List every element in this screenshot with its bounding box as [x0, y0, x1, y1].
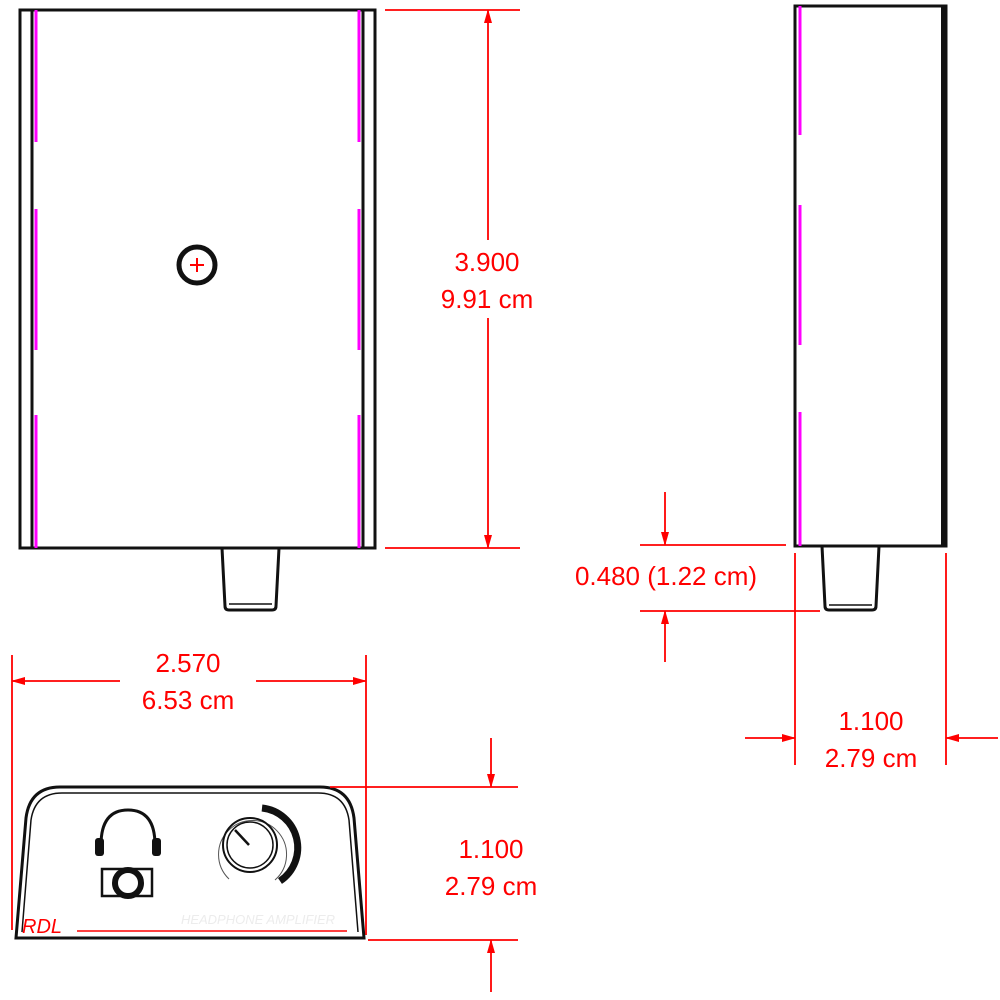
side-width-inches: 1.100: [838, 706, 903, 736]
front-view: RDL HEADPHONE AMPLIFIER: [14, 785, 366, 940]
side-connector-outline: [820, 545, 881, 612]
front-height-cm: 2.79 cm: [445, 871, 538, 901]
top-view-outline: [18, 8, 377, 550]
length-inches: 3.900: [454, 247, 519, 277]
length-cm: 9.91 cm: [441, 284, 534, 314]
side-view: [793, 4, 948, 612]
connector-outline: [220, 547, 281, 612]
side-view-outline: [793, 4, 948, 548]
top-view: [18, 8, 377, 612]
side-width-dimension: 1.100 2.79 cm: [745, 553, 998, 773]
mounting-hole-icon: [176, 244, 218, 286]
connector-dimension: 0.480 (1.22 cm): [575, 492, 820, 662]
front-width-dimension: 2.570 6.53 cm: [11, 648, 367, 935]
connector-dimension-label: 0.480 (1.22 cm): [575, 561, 757, 591]
product-label: HEADPHONE AMPLIFIER: [181, 912, 335, 927]
headphone-icon: [95, 808, 161, 856]
front-width-inches: 2.570: [155, 648, 220, 678]
length-dimension: 3.900 9.91 cm: [385, 9, 534, 549]
front-width-cm: 6.53 cm: [142, 685, 235, 715]
volume-knob-icon: [218, 804, 302, 884]
front-height-dimension: 1.100 2.79 cm: [330, 738, 537, 992]
front-panel-outline: [14, 785, 366, 940]
front-height-inches: 1.100: [458, 834, 523, 864]
side-width-cm: 2.79 cm: [825, 743, 918, 773]
headphone-jack-icon: [100, 867, 154, 899]
brand-logo: RDL: [22, 916, 62, 938]
